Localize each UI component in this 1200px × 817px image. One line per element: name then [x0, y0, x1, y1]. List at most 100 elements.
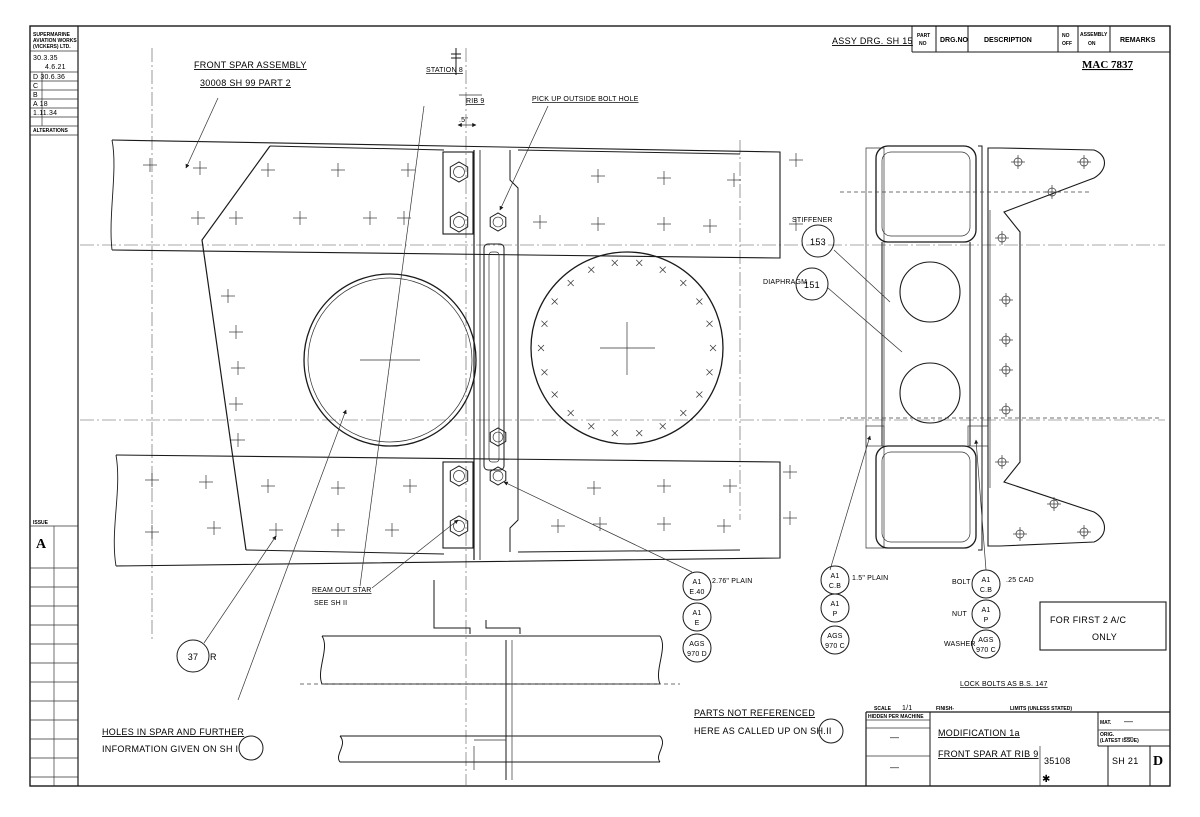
parts-not-referenced-1: PARTS NOT REFERENCED [694, 708, 815, 718]
bolt-head [449, 465, 469, 487]
issue-label: ISSUE [33, 520, 49, 526]
date-top-2: 4.6.21 [45, 64, 66, 71]
bolt-head [489, 466, 507, 486]
lower-rib-section [300, 580, 680, 780]
col-no-off-2: OFF [1062, 41, 1072, 47]
part-153-balloon: 153 [810, 237, 826, 247]
plain-15-label: 1.5" PLAIN [852, 575, 888, 582]
col-no-off-1: NO [1062, 33, 1070, 39]
ring-rivet [551, 298, 558, 305]
part-callout-line-1: AGS [978, 637, 994, 644]
ring-rivet [611, 429, 619, 437]
col-drg-no: DRG.NO [940, 37, 969, 44]
asterisk-mark: ✱ [1042, 774, 1050, 785]
holes-note-1: HOLES IN SPAR AND FURTHER [102, 727, 244, 737]
ring-rivet [588, 422, 595, 430]
ring-rivet [541, 368, 548, 376]
bolt-shank [453, 470, 465, 482]
part-callout-line-1: AGS [827, 633, 843, 640]
company-line-3: (VICKERS) LTD. [33, 44, 71, 50]
front-spar-note-2: 30008 SH 99 PART 2 [200, 78, 291, 88]
nut-label: NUT [952, 611, 968, 618]
ring-rivet [696, 298, 703, 305]
bolt-shank [453, 216, 465, 228]
bolt-shank [492, 216, 504, 228]
dash-d: — [1124, 732, 1133, 742]
sheet-border [29, 25, 1171, 787]
scale-value: 1/1 [902, 705, 912, 712]
ring-rivet [567, 409, 574, 417]
ring-rivet [706, 320, 713, 328]
part-callout-line-1: A1 [831, 601, 840, 608]
part-callout-line-2: 970 C [976, 647, 996, 654]
ring-rivet [541, 320, 548, 328]
orig-label-2: (LATEST ISSUE) [1100, 738, 1139, 744]
part-callout-line-2: C.B [980, 587, 992, 594]
ring-rivet [659, 266, 666, 274]
col-part-no-2: NO [919, 41, 927, 47]
sheet-number: SH 21 [1112, 756, 1139, 766]
orig-label-1: ORIG. [1100, 732, 1115, 738]
part-callout-line-2: P [833, 611, 838, 618]
bolt-shank [492, 470, 504, 482]
mat-label: MAT. [1100, 720, 1112, 726]
ream-note-2: SEE SH II [314, 600, 347, 607]
lock-bolts-note: LOCK BOLTS AS B.S. 147 [960, 681, 1048, 688]
part-callout-line-1: AGS [689, 641, 705, 648]
pick-up-note: PICK UP OUTSIDE BOLT HOLE [532, 96, 639, 103]
diaphragm-label: DIAPHRAGM [763, 279, 807, 286]
rev-row-2: C [33, 83, 38, 90]
bolt-label: BOLT [952, 579, 971, 586]
part-callout-line-1: A1 [982, 607, 991, 614]
rib-label: RIB 9 [466, 98, 485, 105]
scale-label: SCALE [874, 706, 892, 712]
washer-label: WASHER [944, 641, 976, 648]
ring-rivet [588, 266, 595, 274]
part-callout-line-2: 970 C [825, 643, 845, 650]
bolt-shank [453, 520, 465, 532]
ring-rivet [709, 344, 717, 352]
title-block: SCALE 1/1 FINISH- LIMITS (UNLESS STATED)… [865, 705, 1170, 786]
bolt-head [449, 515, 469, 537]
ring-rivet [635, 259, 643, 267]
parts-not-referenced-2: HERE AS CALLED UP ON SH.II [694, 726, 832, 736]
ring-rivet [680, 409, 687, 417]
ring-rivet [635, 429, 643, 437]
part-callout-balloon [971, 599, 1001, 629]
part-151-balloon: 151 [804, 280, 820, 290]
issue-letter: D [1153, 754, 1163, 769]
alterations-label: ALTERATIONS [33, 128, 68, 134]
ring-rivet [659, 422, 666, 430]
part-callout-line-2: C.B [829, 583, 841, 590]
ring-rivet [696, 391, 703, 398]
annotations: FRONT SPAR ASSEMBLY 30008 SH 99 PART 2 P… [102, 60, 1167, 761]
revision-sidebar: SUPERMARINE AVIATION WORKS (VICKERS) LTD… [30, 32, 78, 786]
finish-label: FINISH- [936, 706, 954, 712]
col-assembly-on-2: ON [1088, 41, 1096, 47]
part-callout-line-1: A1 [693, 579, 702, 586]
drawing-title-line-2: FRONT SPAR AT RIB 9 [938, 749, 1039, 759]
bolt-head [449, 211, 469, 233]
mac-number: MAC 7837 [1082, 59, 1134, 71]
ring-rivet [680, 279, 687, 287]
part-callout-line-2: P [984, 617, 989, 624]
bolt-shank [492, 431, 504, 443]
company-line-1: SUPERMARINE [33, 32, 71, 38]
ring-rivet [551, 391, 558, 398]
part-37-suffix: R [210, 652, 217, 662]
part-callout-balloon [682, 602, 712, 632]
spar-view [110, 139, 803, 567]
part-callout-balloon [682, 633, 712, 663]
part-callout-line-1: A1 [831, 573, 840, 580]
section-view [840, 145, 1160, 551]
part-callout-balloon [820, 625, 850, 655]
rev-row-4: A 18 [33, 101, 48, 108]
part-callout-balloon [682, 571, 712, 601]
station-label: STATION 8 [426, 67, 463, 74]
ring-rivet [567, 279, 574, 287]
ring-rivet [537, 344, 545, 352]
bolt-head [489, 427, 507, 447]
issue-value: A [36, 537, 47, 552]
